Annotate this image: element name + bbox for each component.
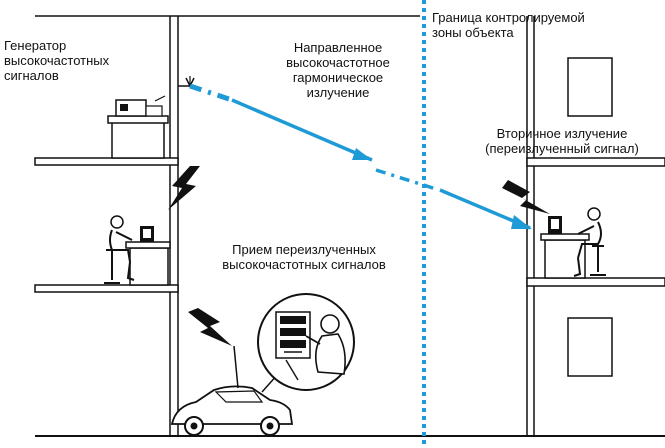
right-building-window-top — [567, 57, 613, 117]
generator-panel — [120, 104, 128, 111]
person-at-desk-right — [540, 207, 606, 279]
left-building-floor-lower — [34, 284, 179, 293]
generator-label: Генератор высокочастотных сигналов — [4, 38, 110, 83]
signal-arrowhead-1 — [352, 148, 372, 160]
right-building-floor-lower — [526, 277, 665, 287]
secondary-emission-label: Вторичное излучение (переизлученный сигн… — [485, 126, 639, 156]
reception-label: Прием переизлученных высокочастотных сиг… — [222, 242, 386, 272]
right-building — [526, 16, 665, 436]
signal-arrowhead-2 — [511, 215, 532, 229]
generator-cable — [154, 95, 166, 102]
lightning-bolt-icon — [188, 308, 232, 346]
car-icon — [170, 345, 294, 436]
zone-boundary-label: Граница контролируемой зоны объекта — [432, 10, 585, 40]
generator-equipment — [107, 95, 169, 159]
equipment-tabletop — [107, 115, 169, 124]
directed-emission-label: Направленное высокочастотное гармоническ… — [286, 40, 390, 100]
equipment-table — [111, 121, 165, 159]
person-at-desk-left — [104, 215, 171, 286]
generator-amplifier — [145, 105, 163, 117]
left-building-floor-upper — [34, 157, 179, 166]
car-interior-callout — [257, 293, 355, 393]
right-building-window-bottom — [567, 317, 613, 377]
right-building-floor-upper — [526, 157, 665, 167]
signal-beam — [189, 83, 532, 230]
lightning-bolt-icon — [502, 180, 550, 214]
lightning-bolt-icon — [168, 166, 200, 210]
car-antenna — [233, 345, 239, 389]
